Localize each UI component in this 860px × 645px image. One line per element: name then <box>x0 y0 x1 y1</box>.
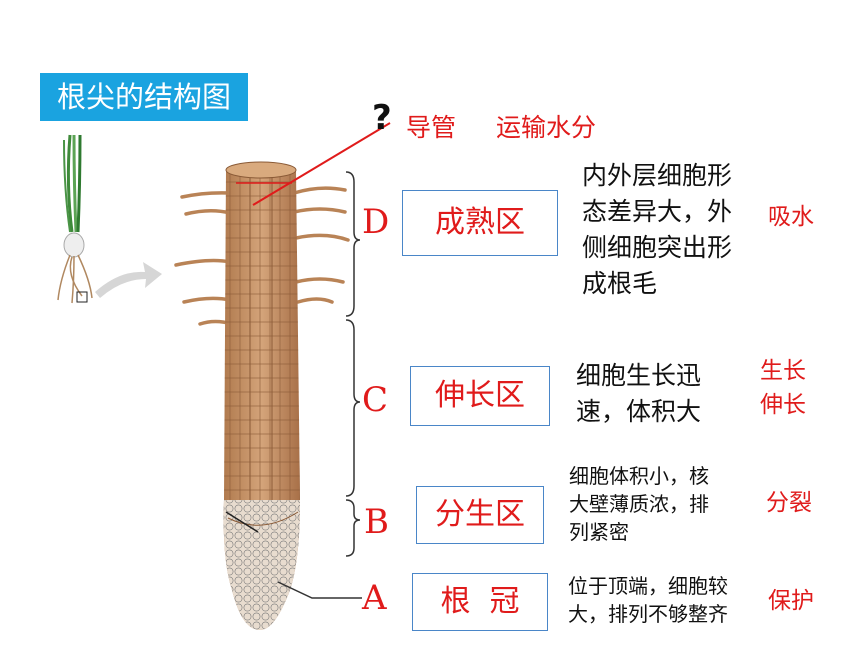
zone-letter-b: B <box>364 502 389 542</box>
zone-letter-d: D <box>362 202 390 242</box>
desc-line: 内外层细胞形 <box>582 161 733 190</box>
zone-letter-c: C <box>362 380 389 420</box>
desc-line: 态差异大，外 <box>582 197 733 226</box>
zone-box-d: 成熟区 <box>402 190 558 256</box>
zone-box-c: 伸长区 <box>410 366 550 426</box>
zone-box-b: 分生区 <box>416 486 544 544</box>
desc-line: 位于顶端，细胞较 <box>568 574 728 598</box>
desc-line: 细胞生长迅 <box>576 361 702 390</box>
desc-line: 成根毛 <box>582 269 658 298</box>
vessel-function: 运输水分 <box>496 113 597 142</box>
zone-desc-c: 细胞生长迅 速，体积大 <box>576 358 701 430</box>
function-line: 生长 <box>760 358 806 384</box>
desc-line: 细胞体积小，核 <box>569 464 709 488</box>
zone-function-b: 分裂 <box>766 490 812 516</box>
desc-line: 列紧密 <box>569 520 629 544</box>
zone-function-d: 吸水 <box>768 204 814 230</box>
zone-letter-a: A <box>362 578 387 618</box>
desc-line: 侧细胞突出形 <box>582 233 733 262</box>
function-line: 伸长 <box>760 392 806 418</box>
zone-name-d: 成熟区 <box>435 205 525 240</box>
zone-name-c: 伸长区 <box>435 378 525 413</box>
zone-function-c: 生长 伸长 <box>760 354 806 422</box>
zone-desc-d: 内外层细胞形 态差异大，外 侧细胞突出形 成根毛 <box>582 158 732 302</box>
page-title: 根尖的结构图 <box>40 73 248 121</box>
arrow-icon <box>95 262 162 298</box>
desc-line: 大壁薄质浓，排 <box>569 492 709 516</box>
vessel-label: 导管 <box>406 113 457 142</box>
zone-desc-b: 细胞体积小，核 大壁薄质浓，排 列紧密 <box>569 462 709 546</box>
zone-desc-a: 位于顶端，细胞较 大，排列不够整齐 <box>568 572 728 628</box>
desc-line: 大，排列不够整齐 <box>568 602 728 626</box>
zone-name-b: 分生区 <box>435 497 525 532</box>
zone-box-a: 根 冠 <box>412 573 548 631</box>
desc-line: 速，体积大 <box>576 397 702 426</box>
zone-name-a: 根 冠 <box>440 584 520 619</box>
zone-function-a: 保护 <box>768 588 814 614</box>
seedling-illustration <box>57 134 93 304</box>
question-mark: ? <box>372 98 392 138</box>
